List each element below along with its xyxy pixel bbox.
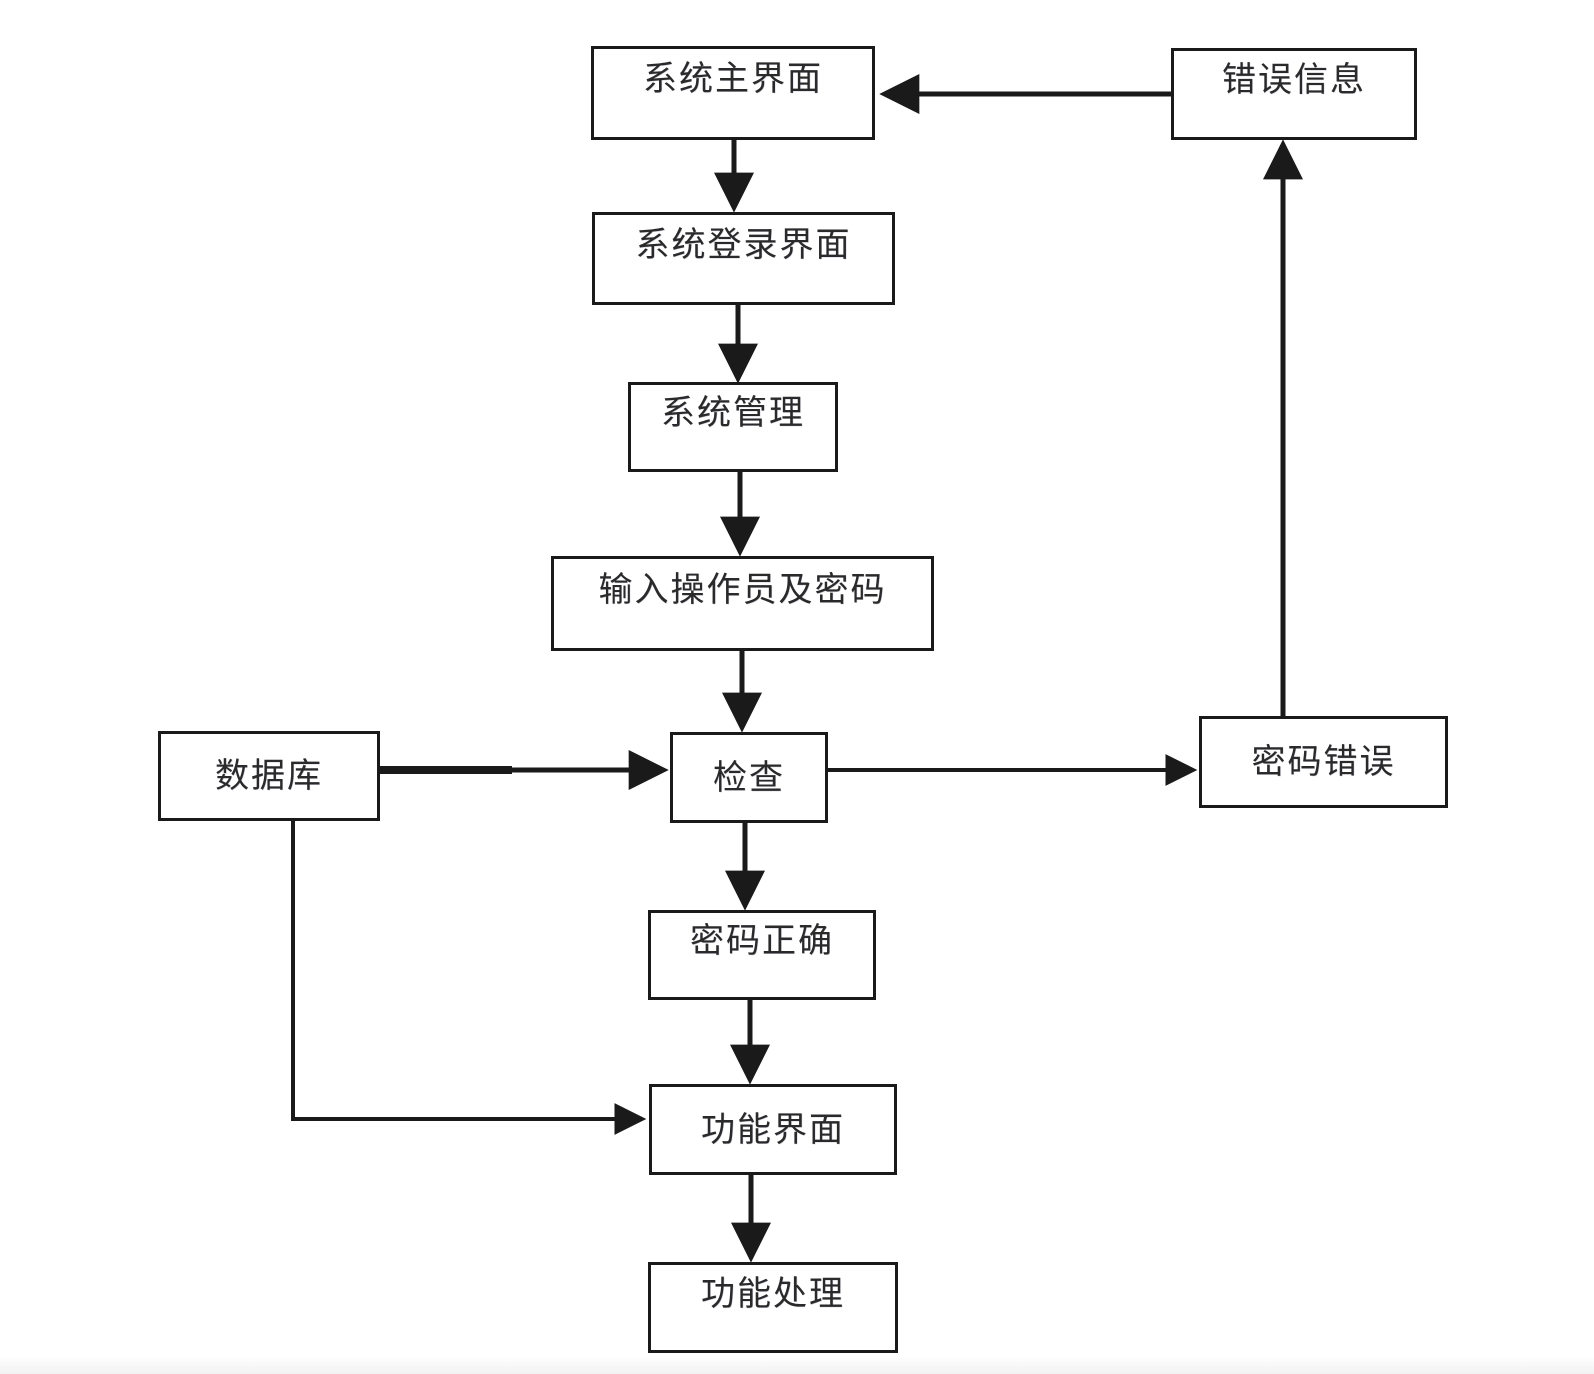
node-input-credentials[interactable]: 输入操作员及密码 xyxy=(551,556,934,651)
node-label-input-credentials: 输入操作员及密码 xyxy=(598,569,887,610)
node-label-password-wrong: 密码错误 xyxy=(1251,742,1396,782)
node-password-wrong[interactable]: 密码错误 xyxy=(1199,716,1448,808)
node-sys-manage[interactable]: 系统管理 xyxy=(628,382,838,472)
node-check[interactable]: 检查 xyxy=(670,732,828,823)
node-label-check: 检查 xyxy=(713,757,785,798)
node-label-function-process: 功能处理 xyxy=(701,1273,845,1314)
node-label-database: 数据库 xyxy=(215,756,323,796)
node-password-correct[interactable]: 密码正确 xyxy=(648,910,876,1000)
page-bottom-edge xyxy=(0,1356,1594,1374)
node-function-ui[interactable]: 功能界面 xyxy=(649,1084,897,1175)
node-label-error-info: 错误信息 xyxy=(1222,60,1366,100)
node-label-password-correct: 密码正确 xyxy=(690,921,834,961)
node-error-info[interactable]: 错误信息 xyxy=(1171,48,1417,140)
node-label-login-ui: 系统登录界面 xyxy=(635,224,852,265)
node-main-ui[interactable]: 系统主界面 xyxy=(591,46,875,140)
node-database[interactable]: 数据库 xyxy=(158,731,380,821)
edge-database-to-func-ui xyxy=(291,821,647,1135)
node-label-function-ui: 功能界面 xyxy=(701,1109,845,1150)
node-function-process[interactable]: 功能处理 xyxy=(648,1262,898,1353)
node-label-main-ui: 系统主界面 xyxy=(643,59,823,99)
node-label-sys-manage: 系统管理 xyxy=(661,393,805,433)
node-login-ui[interactable]: 系统登录界面 xyxy=(592,212,895,305)
